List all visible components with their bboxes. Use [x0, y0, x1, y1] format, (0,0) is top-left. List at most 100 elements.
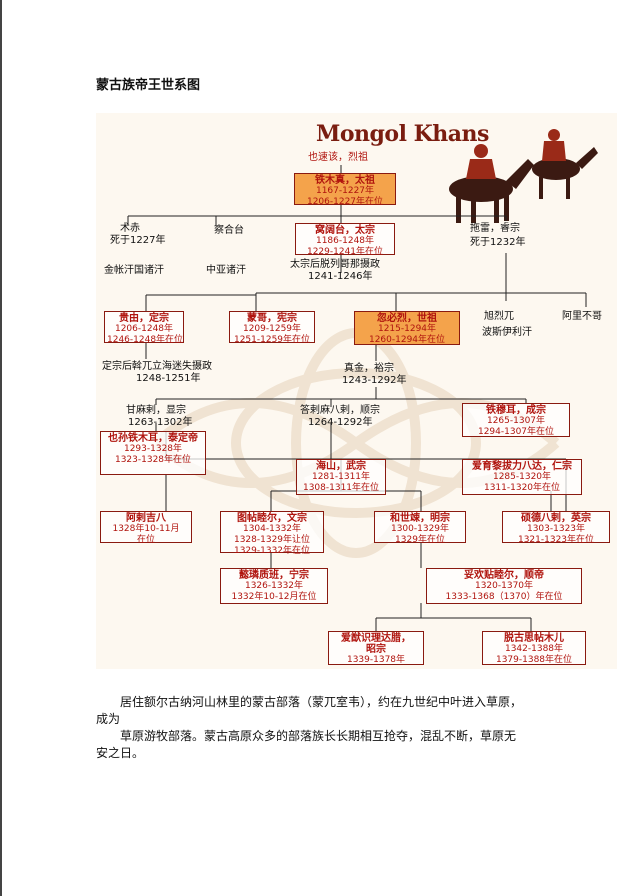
khan-name: 铁木真，太祖 [315, 175, 375, 186]
khan-name: 阿剌吉八 [126, 513, 166, 524]
darmabala-name: 答剌麻八剌，顺宗 [300, 405, 380, 416]
khan-name: 和世竦，明宗 [390, 513, 450, 524]
khan-reign: 1329年在位 [395, 535, 445, 545]
khan-name: 忽必烈，世祖 [377, 313, 437, 324]
khan-box-tugh-temur: 图帖睦尔，文宗 1304-1332年 1328-1329年让位 1329-133… [220, 511, 324, 556]
khan-reign: 1251-1259年在位 [233, 335, 311, 345]
khan-lifespan: 1285-1320年 [492, 472, 552, 482]
khan-lifespan: 1206-1248年 [114, 324, 174, 334]
khan-lifespan: 1281-1311年 [311, 472, 371, 482]
jochi-name: 术赤 [120, 223, 140, 234]
khan-name: 海山，武宗 [316, 461, 366, 472]
khan-reign: 1321-1323年在位 [517, 535, 595, 545]
body-paragraph-line-1: 居住额尔古纳河山林里的蒙古部落（蒙兀室韦），约在九世纪中叶进入草原， [120, 695, 523, 709]
khan-box-temur: 铁穆耳，成宗 1265-1307年 1294-1307年在位 [462, 403, 570, 437]
chagatai-name: 察合台 [214, 225, 244, 236]
khan-box-khaishan: 海山，武宗 1281-1311年 1308-1311年在位 [296, 459, 386, 495]
central-asia-khans: 中亚诸汗 [206, 265, 246, 276]
khan-box-ayushiridara: 爱猷识理达腊， 昭宗 1339-1378年 [328, 631, 424, 665]
khan-lifespan: 1300-1329年 [390, 524, 450, 534]
khan-name: 爱育黎拔力八达，仁宗 [472, 461, 572, 472]
khan-box-temujin: 铁木真，太祖 1167-1227年 1206-1227年在位 [294, 173, 396, 207]
khan-lifespan: 1326-1332年 [244, 581, 304, 591]
khan-name: 爱猷识理达腊， [341, 633, 411, 644]
body-paragraph-line-4: 安之日。 [96, 746, 145, 760]
khan-reign: 1329-1332年在位 [233, 546, 311, 556]
khan-lifespan: 1265-1307年 [486, 416, 546, 426]
khan-name: 窝阔台，太宗 [315, 225, 375, 236]
khan-lifespan: 1320-1370年 [474, 581, 534, 591]
connector-lines [127, 165, 587, 631]
khan-lifespan: 1342-1388年 [504, 644, 564, 654]
khan-reign: 1246-1248年在位 [107, 335, 184, 345]
khan-box-shidebala: 硕德八剌，英宗 1303-1323年 1321-1323年在位 [502, 511, 610, 545]
body-paragraph-line-3: 草原游牧部落。蒙古高原众多的部落族长长期相互抢夺，混乱不断，草原无 [120, 729, 517, 743]
khan-name: 贵由，定宗 [119, 313, 169, 324]
khan-reign: 1323-1328年在位 [114, 455, 192, 465]
root-label: 也速该，烈祖 [308, 152, 368, 163]
khan-lifespan: 1293-1328年 [123, 444, 183, 454]
khan-name: 图帖睦尔，文宗 [237, 513, 307, 524]
khan-box-kusala: 和世竦，明宗 1300-1329年 1329年在位 [374, 511, 466, 545]
regent-oghul-years: 1248-1251年 [136, 373, 201, 384]
khan-lifespan: 1209-1259年 [242, 324, 302, 334]
khan-name: 妥欢贴睦尔，顺帝 [464, 570, 544, 581]
khan-reign: 1229-1241年在位 [306, 247, 384, 257]
khan-box-ayurbarwada: 爱育黎拔力八达，仁宗 1285-1320年 1311-1320年在位 [462, 459, 582, 495]
khan-reign: 1333-1368（1370）年在位 [445, 592, 563, 602]
khan-box-rinchinbal: 懿璘质班，宁宗 1326-1332年 1332年10-12月在位 [220, 568, 328, 604]
khan-reign-dates: 1328年10-11月 [112, 524, 180, 534]
gammala-name: 甘麻剌，显宗 [126, 405, 186, 416]
khan-genealogy-chart: Mongol Khans [96, 113, 617, 669]
khan-reign: 1206-1227年在位 [306, 197, 384, 207]
khan-name: 懿璘质班，宁宗 [239, 570, 309, 581]
chart-title: Mongol Khans [316, 121, 489, 147]
khan-lifespan: 1215-1294年 [377, 324, 437, 334]
regent-toregene-years: 1241-1246年 [308, 271, 373, 282]
khan-reign: 在位 [136, 535, 155, 545]
khan-box-kublai: 忽必烈，世祖 1215-1294年 1260-1294年在位 [354, 311, 460, 345]
khan-box-mongke: 蒙哥，宪宗 1209-1259年 1251-1259年在位 [229, 311, 315, 345]
khan-lifespan: 1167-1227年 [315, 186, 375, 196]
khan-name: 硕德八剌，英宗 [521, 513, 591, 524]
tolui-death: 死于1232年 [470, 237, 526, 248]
khan-name: 脱古思帖木儿 [504, 633, 564, 644]
khan-reign: 1308-1311年在位 [302, 483, 380, 493]
document-title: 蒙古族帝王世系图 [96, 78, 201, 93]
horse-rider-illustration [449, 129, 598, 223]
khan-reign: 1332年10-12月在位 [231, 592, 317, 602]
ilkhanate-khans: 波斯伊利汗 [482, 327, 532, 338]
khan-temple-name: 昭宗 [366, 644, 386, 655]
khan-reign: 1379-1388年在位 [495, 655, 573, 665]
khan-reign: 1311-1320年在位 [483, 483, 561, 493]
khan-reign: 1294-1307年在位 [477, 427, 555, 437]
khan-lifespan: 1304-1332年 [242, 524, 302, 534]
khan-reign: 1260-1294年在位 [368, 335, 446, 345]
khan-box-guyuk: 贵由，定宗 1206-1248年 1246-1248年在位 [104, 311, 184, 345]
khan-name: 蒙哥，宪宗 [247, 313, 297, 324]
golden-horde-khans: 金帐汗国诸汗 [104, 265, 164, 276]
khan-lifespan: 1186-1248年 [315, 236, 375, 246]
khan-box-ragibagh: 阿剌吉八 1328年10-11月 在位 [100, 511, 192, 545]
khan-lifespan: 1339-1378年 [346, 655, 406, 665]
zhenjin-years: 1243-1292年 [342, 375, 407, 386]
hulagu-name: 旭烈兀 [484, 311, 514, 322]
regent-toregene: 太宗后脱列哥那摄政 [290, 259, 380, 270]
darmabala-years: 1264-1292年 [308, 417, 373, 428]
jochi-death: 死于1227年 [110, 235, 166, 246]
khan-box-toghus-temur: 脱古思帖木儿 1342-1388年 1379-1388年在位 [482, 631, 586, 665]
khan-name: 也孙铁木耳，泰定帝 [108, 433, 198, 444]
khan-box-ogedei: 窝阔台，太宗 1186-1248年 1229-1241年在位 [295, 223, 395, 257]
gammala-years: 1263-1302年 [128, 417, 193, 428]
khan-lifespan: 1303-1323年 [526, 524, 586, 534]
zhenjin-name: 真金，裕宗 [344, 363, 394, 374]
body-paragraph-line-2: 成为 [96, 712, 121, 726]
khan-abdication: 1328-1329年让位 [233, 535, 311, 545]
regent-oghul: 定宗后斡兀立海迷失摄政 [102, 361, 212, 372]
khan-name: 铁穆耳，成宗 [486, 405, 546, 416]
ariq-boke-name: 阿里不哥 [562, 311, 602, 322]
khan-box-yesun: 也孙铁木耳，泰定帝 1293-1328年 1323-1328年在位 [100, 431, 206, 475]
page-edge [0, 0, 2, 896]
tolui-name: 拖雷，睿宗 [470, 223, 520, 234]
khan-box-toghon-temur: 妥欢贴睦尔，顺帝 1320-1370年 1333-1368（1370）年在位 [426, 568, 582, 604]
